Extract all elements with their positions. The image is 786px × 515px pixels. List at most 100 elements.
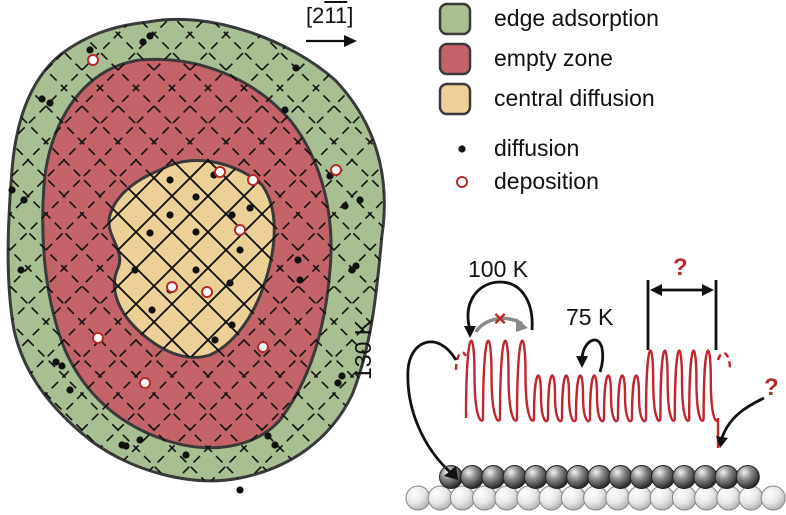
central-lattice-line xyxy=(108,160,275,358)
lattice-line xyxy=(191,19,385,481)
question-arrow-right-head xyxy=(716,436,728,448)
lattice-line xyxy=(696,0,786,500)
central-lattice-line xyxy=(588,0,786,500)
lattice-line xyxy=(516,0,786,500)
question-arrow-right xyxy=(720,396,765,439)
substrate-atom xyxy=(738,485,764,511)
legend-label-edge: edge adsorption xyxy=(494,5,659,31)
lattice-line xyxy=(768,0,786,500)
diffusion-dot xyxy=(58,362,66,370)
diffusion-dot xyxy=(338,372,346,380)
central-lattice-line xyxy=(624,0,786,500)
diffusion-dot xyxy=(166,176,174,184)
lattice-line xyxy=(624,0,786,500)
diffusion-dot xyxy=(348,266,356,274)
central-lattice-line xyxy=(552,0,786,500)
lattice-line xyxy=(732,0,786,500)
diffusion-dot xyxy=(236,246,244,254)
deposition-circle xyxy=(247,174,259,186)
lattice-line xyxy=(552,0,786,500)
central-lattice-line xyxy=(516,0,786,500)
legend-deposition-circle-icon xyxy=(456,176,468,188)
substrate-atom xyxy=(472,485,498,511)
central-lattice-line xyxy=(480,0,786,500)
legend-label-empty: empty zone xyxy=(494,45,613,71)
lattice-line xyxy=(8,19,9,481)
lattice-line xyxy=(8,19,225,481)
central-lattice-line xyxy=(732,0,786,500)
central-lattice-line xyxy=(768,0,786,500)
substrate-atom xyxy=(427,485,453,511)
diffusion-dot xyxy=(38,95,46,103)
diffusion-dot xyxy=(334,379,342,387)
lattice-line xyxy=(696,0,786,500)
diffusion-dot xyxy=(292,64,300,72)
diffusion-dot xyxy=(281,106,289,114)
substrate-atom xyxy=(605,485,631,511)
central-lattice-line xyxy=(372,0,786,500)
central-lattice xyxy=(0,0,786,500)
diffusion-dot xyxy=(136,436,144,444)
blocked-x-mark: × xyxy=(494,306,507,331)
diffusion-dot xyxy=(52,358,60,366)
diffusion-dot xyxy=(131,266,139,274)
diffusion-dot xyxy=(294,256,302,264)
diffusion-dot xyxy=(17,266,25,274)
diffusion-dot xyxy=(86,46,94,54)
diffusion-dot xyxy=(66,386,74,394)
descent-arrow-130k-head xyxy=(444,466,458,480)
legend-swatch-empty xyxy=(438,42,472,76)
potential-wave xyxy=(464,339,720,448)
central-lattice-line xyxy=(0,0,8,500)
lattice-line xyxy=(8,19,297,481)
blocked-arrow-head xyxy=(516,318,528,332)
deposition-markers xyxy=(87,54,342,389)
substrate-atom xyxy=(716,485,742,511)
lattice-line xyxy=(588,0,786,500)
island xyxy=(0,0,786,500)
legend-swatch-edge xyxy=(438,2,472,36)
lattice-line xyxy=(119,19,385,481)
central-lattice-line xyxy=(660,0,786,500)
lattice-line xyxy=(83,19,385,481)
label-100k: 100 K xyxy=(468,256,529,282)
legend-label-central: central diffusion xyxy=(494,85,655,111)
substrate-atom xyxy=(671,485,697,511)
label-75k: 75 K xyxy=(566,304,614,330)
diffusion-dot xyxy=(146,229,154,237)
direction-arrow xyxy=(306,35,357,47)
bracket-arrow-right xyxy=(702,284,714,296)
adlayer-atom xyxy=(481,465,506,489)
hop-arrow-100k-head xyxy=(464,326,476,338)
diffusion-dot xyxy=(341,202,349,210)
adlayer-atom xyxy=(502,465,527,489)
central-lattice-line xyxy=(588,0,786,500)
deposition-circle xyxy=(87,54,99,66)
diffusion-dot xyxy=(146,32,154,40)
deposition-circle xyxy=(201,286,213,298)
deposition-circle xyxy=(166,281,178,293)
central-lattice-line xyxy=(732,0,786,500)
adlayer-atom xyxy=(714,465,739,489)
left-edge-dashed xyxy=(454,351,468,371)
substrate-atom xyxy=(449,485,475,511)
central-lattice-line xyxy=(624,0,786,500)
deposition-circle xyxy=(139,377,151,389)
adlayer-atom xyxy=(735,465,760,489)
right-edge-dashed xyxy=(716,351,732,371)
descent-arrow-130k xyxy=(406,340,458,474)
diffusion-dot xyxy=(192,266,200,274)
central-lattice-line xyxy=(108,160,275,358)
diffusion-dot xyxy=(139,38,147,46)
diffusion-dot xyxy=(46,99,54,107)
adlayer-atom xyxy=(587,465,612,489)
substrate-atom xyxy=(649,485,675,511)
central-lattice-line xyxy=(0,0,8,500)
deposition-circle xyxy=(257,341,269,353)
direction-label: [211] xyxy=(306,3,354,28)
adlayer-atom xyxy=(545,465,569,489)
adlayer-atom xyxy=(651,465,675,489)
wave-profile xyxy=(454,339,732,448)
substrate xyxy=(405,465,786,511)
adlayer-atom xyxy=(693,465,718,489)
